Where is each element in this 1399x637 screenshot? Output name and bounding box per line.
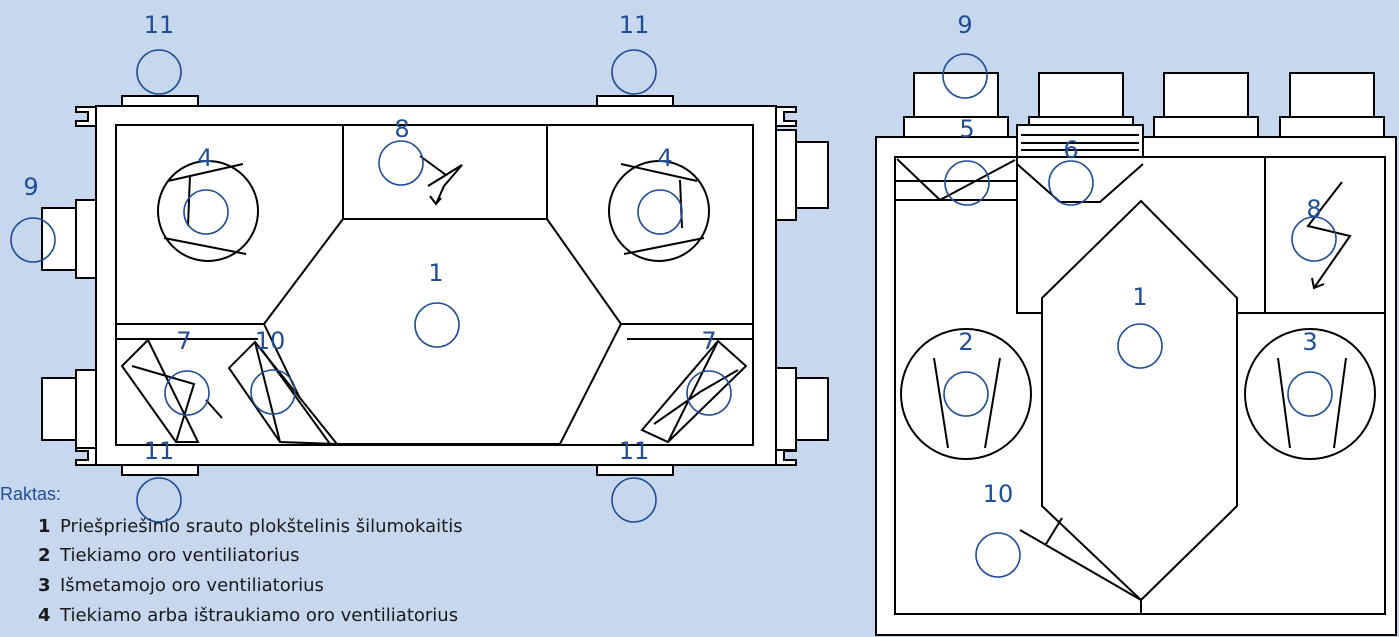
legend-item-number: 1 — [38, 516, 51, 537]
label-9: 9 — [957, 11, 972, 39]
label-4: 4 — [197, 144, 212, 172]
right-spigot-2-collar — [1028, 116, 1134, 126]
label-6: 6 — [1063, 136, 1078, 164]
marker-circle — [10, 217, 56, 263]
left-filter-rails — [116, 323, 753, 340]
right-spigot-1-collar — [903, 116, 1009, 138]
marker-circle — [944, 160, 990, 206]
marker-circle — [250, 369, 296, 415]
legend-title: Raktas: — [0, 484, 62, 504]
left-fan-housing-1 — [157, 160, 259, 262]
left-bottom-collar-2 — [596, 464, 674, 476]
marker-circle — [1287, 371, 1333, 417]
right-filter-5-lines — [896, 158, 1016, 201]
left-bracket-tl — [75, 106, 97, 127]
left-top-collar-2 — [596, 95, 674, 107]
right-duct-upper-flange — [775, 129, 797, 221]
right-lightning-icon — [1306, 181, 1352, 290]
label-3: 3 — [1302, 328, 1317, 356]
left-filter-7a — [120, 338, 200, 443]
left-electrics-compartment — [342, 124, 548, 220]
right-duct-upper — [795, 141, 829, 209]
left-duct-upper-flange — [75, 199, 97, 279]
label-10: 10 — [983, 480, 1014, 508]
label-2: 2 — [958, 328, 973, 356]
left-filter-7a-lines — [131, 365, 223, 443]
label-9: 9 — [23, 173, 38, 201]
label-11: 11 — [144, 11, 175, 39]
left-duct-lower-flange — [75, 369, 97, 449]
marker-circle — [975, 532, 1021, 578]
left-duct-upper — [41, 207, 77, 271]
legend-item-number: 4 — [38, 605, 51, 626]
right-spigot-3 — [1163, 72, 1249, 118]
marker-circle — [164, 370, 210, 416]
label-4: 4 — [657, 144, 672, 172]
legend-item-text: Priešpriešinio srauto plokštelinis šilum… — [60, 516, 463, 537]
marker-circle — [183, 189, 229, 235]
legend: Raktas: — [0, 483, 61, 505]
label-8: 8 — [394, 115, 409, 143]
right-spigot-2 — [1038, 72, 1124, 118]
left-lightning-icon — [419, 155, 463, 206]
marker-circle — [942, 53, 988, 99]
left-filter-10-lines — [254, 341, 331, 445]
left-filter-10 — [227, 340, 340, 446]
marker-circle — [686, 370, 732, 416]
legend-item-text: Išmetamojo oro ventiliatorius — [60, 575, 324, 596]
marker-circle — [136, 49, 182, 95]
label-11: 11 — [144, 437, 175, 465]
right-filter-6-top — [1016, 124, 1144, 158]
legend-item-text: Tiekiamo arba ištraukiamo oro ventiliato… — [60, 605, 459, 626]
right-spigot-4-collar — [1279, 116, 1385, 138]
label-1: 1 — [428, 259, 443, 287]
left-heat-exchanger — [262, 218, 623, 445]
legend-item-number: 2 — [38, 545, 51, 566]
right-filter-6-bands — [1021, 134, 1139, 151]
marker-circle — [414, 302, 460, 348]
right-filter-10-lines — [1019, 517, 1142, 601]
right-spigot-3-collar — [1153, 116, 1259, 138]
legend-item-text: Tiekiamo oro ventiliatorius — [60, 545, 300, 566]
right-electrics-compartment — [1264, 156, 1386, 314]
marker-circle — [1117, 323, 1163, 369]
marker-circle — [611, 477, 657, 523]
label-7: 7 — [176, 327, 191, 355]
left-fan-housing-2 — [608, 160, 710, 262]
label-11: 11 — [619, 437, 650, 465]
right-spigot-1 — [913, 72, 999, 118]
marker-circle — [1291, 216, 1337, 262]
right-duct-lower-flange — [775, 367, 797, 451]
left-bottom-collar-1 — [121, 464, 199, 476]
label-11: 11 — [619, 11, 650, 39]
marker-circle — [611, 49, 657, 95]
marker-circle — [136, 477, 182, 523]
label-8: 8 — [1306, 195, 1321, 223]
label-10: 10 — [255, 327, 286, 355]
right-fan-3-blades — [1277, 357, 1347, 449]
left-top-collar-1 — [121, 95, 199, 107]
left-bracket-tr — [775, 106, 797, 127]
label-5: 5 — [959, 115, 974, 143]
marker-circle — [943, 371, 989, 417]
right-spigot-4 — [1289, 72, 1375, 118]
right-filter-6-lines — [1016, 163, 1144, 203]
label-7: 7 — [701, 327, 716, 355]
marker-circle — [637, 189, 683, 235]
marker-circle — [378, 140, 424, 186]
left-fan-blades-1 — [163, 163, 247, 255]
marker-circle — [1048, 160, 1094, 206]
label-1: 1 — [1132, 283, 1147, 311]
right-duct-lower — [795, 377, 829, 441]
legend-item-number: 3 — [38, 575, 51, 596]
left-duct-lower — [41, 377, 77, 441]
right-fan-2-blades — [933, 357, 1001, 449]
